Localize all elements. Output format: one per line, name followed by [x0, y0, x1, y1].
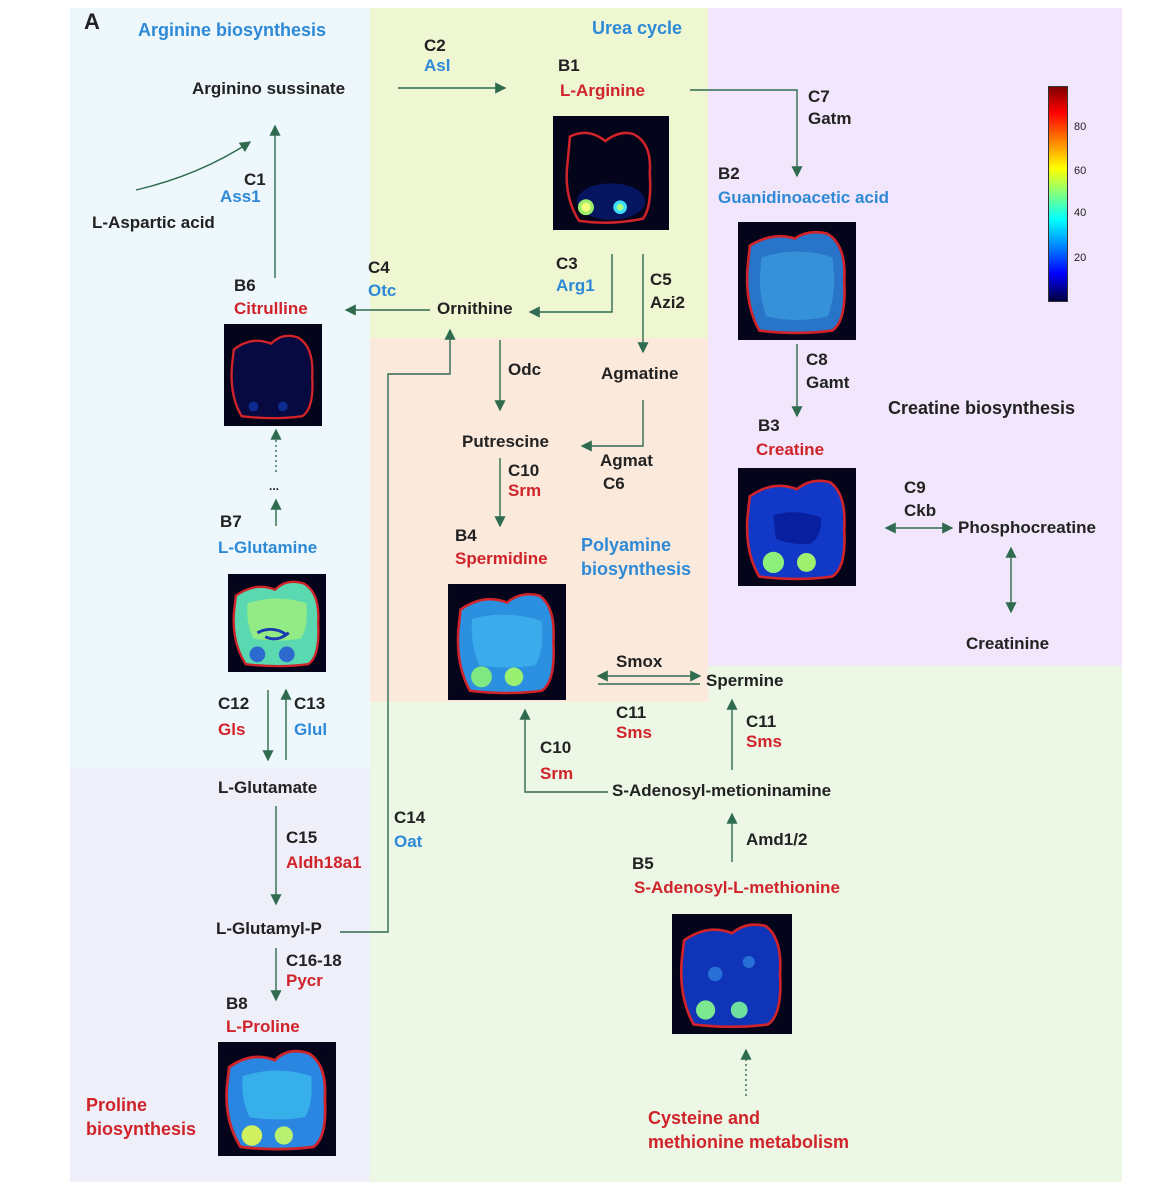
metabolite-guanidinoacetic-acid: Guanidinoacetic acid: [718, 188, 889, 207]
enzyme-c16-name: Pycr: [286, 971, 323, 990]
enzyme-c6-name: Agmat: [600, 451, 653, 470]
image-b6-citrulline: [224, 324, 322, 426]
enzyme-c14-name: Oat: [394, 832, 423, 851]
image-b5-sam: [672, 914, 792, 1034]
enzyme-c7-name: Gatm: [808, 109, 852, 128]
metabolite-citrulline: Citrulline: [234, 299, 308, 318]
enzyme-c2-name: Asl: [424, 56, 451, 75]
enzyme-c3-name: Arg1: [556, 276, 595, 295]
enzyme-c10b-name: Srm: [540, 764, 574, 783]
enzyme-c3-code: C3: [556, 254, 578, 273]
region-title-polyamine: Polyamine biosynthesis: [581, 535, 692, 579]
metabolite-sam-amine: S-Adenosyl-metioninamine: [612, 781, 832, 800]
ellipsis: ...: [269, 479, 280, 493]
enzyme-c4-code: C4: [368, 258, 390, 277]
enzyme-c5-code: C5: [650, 270, 672, 289]
region-title-cysteine: Cysteine and methionine metabolism: [648, 1108, 850, 1152]
enzyme-c12-name: Gls: [218, 720, 246, 739]
enzyme-c6-code: C6: [603, 474, 625, 493]
metabolite-creatinine: Creatinine: [966, 634, 1050, 653]
panel-b1: B1: [558, 56, 580, 75]
enzyme-c13-name: Glul: [294, 720, 328, 739]
panel-b8: B8: [226, 994, 248, 1013]
metabolite-argininosuccinate: Arginino sussinate: [192, 79, 346, 98]
metabolite-spermidine: Spermidine: [455, 549, 548, 568]
image-b3-creatine: [738, 468, 856, 586]
enzyme-c8-code: C8: [806, 350, 828, 369]
panel-b4: B4: [455, 526, 477, 545]
panel-b5: B5: [632, 854, 654, 873]
enzyme-c15-code: C15: [286, 828, 318, 847]
enzyme-odc: Odc: [508, 360, 542, 379]
enzyme-c15-name: Aldh18a1: [286, 853, 362, 872]
enzyme-c1-code: C1: [244, 170, 266, 189]
metabolite-glutamyl-p: L-Glutamyl-P: [216, 919, 322, 938]
colorbar-tick-20: 20: [1074, 252, 1087, 264]
enzyme-c11a-name: Sms: [616, 723, 652, 742]
image-b1-arginine: [553, 116, 669, 230]
panel-label: A: [84, 9, 100, 34]
enzyme-c16-code: C16-18: [286, 951, 342, 970]
enzyme-c2-code: C2: [424, 36, 446, 55]
region-title-creatine: Creatine biosynthesis: [888, 398, 1076, 418]
image-b8-proline: [218, 1042, 336, 1156]
panel-b7: B7: [220, 512, 242, 531]
panel-b3: B3: [758, 416, 780, 435]
metabolite-phosphocreatine: Phosphocreatine: [958, 518, 1096, 537]
region-title-arginine: Arginine biosynthesis: [138, 20, 327, 40]
enzyme-c5-name: Azi2: [650, 293, 685, 312]
metabolite-glutamate: L-Glutamate: [218, 778, 318, 797]
metabolite-glutamine: L-Glutamine: [218, 538, 318, 557]
enzyme-c8-name: Gamt: [806, 373, 850, 392]
enzyme-c10b-code: C10: [540, 738, 572, 757]
metabolite-agmatine: Agmatine: [601, 364, 679, 383]
enzyme-amd: Amd1/2: [746, 830, 808, 849]
enzyme-c10a-name: Srm: [508, 481, 542, 500]
metabolite-arginine: L-Arginine: [560, 81, 645, 100]
enzyme-c1-name: Ass1: [220, 187, 261, 206]
region-title-urea: Urea cycle: [592, 18, 683, 38]
image-b7-glutamine: [228, 574, 326, 672]
metabolite-aspartic-acid: L-Aspartic acid: [92, 213, 215, 232]
enzyme-c9-name: Ckb: [904, 501, 937, 520]
panel-b2: B2: [718, 164, 740, 183]
region-title-proline: Proline biosynthesis: [86, 1095, 197, 1139]
metabolite-sam: S-Adenosyl-L-methionine: [634, 878, 840, 897]
panel-b6: B6: [234, 276, 256, 295]
enzyme-c11a-code: C11: [616, 703, 647, 722]
metabolite-ornithine: Ornithine: [437, 299, 513, 318]
enzyme-smox: Smox: [616, 652, 663, 671]
colorbar: [1048, 86, 1068, 302]
image-b2-guanidinoacetic: [738, 222, 856, 340]
enzyme-c10a-code: C10: [508, 461, 540, 480]
metabolite-spermine: Spermine: [706, 671, 784, 690]
image-b4-spermidine: [448, 584, 566, 700]
colorbar-tick-40: 40: [1074, 207, 1087, 219]
metabolite-creatine: Creatine: [756, 440, 825, 459]
enzyme-c4-name: Otc: [368, 281, 397, 300]
colorbar-tick-60: 60: [1074, 165, 1087, 177]
enzyme-c9-code: C9: [904, 478, 926, 497]
enzyme-c14-code: C14: [394, 808, 426, 827]
enzyme-c7-code: C7: [808, 87, 830, 106]
colorbar-tick-80: 80: [1074, 121, 1087, 133]
lower-green-region: [370, 702, 708, 1182]
enzyme-c12-code: C12: [218, 694, 250, 713]
metabolite-putrescine: Putrescine: [462, 432, 549, 451]
metabolite-proline: L-Proline: [226, 1017, 300, 1036]
enzyme-c11b-name: Sms: [746, 732, 782, 751]
enzyme-c11b-code: C11: [746, 712, 777, 731]
enzyme-c13-code: C13: [294, 694, 326, 713]
